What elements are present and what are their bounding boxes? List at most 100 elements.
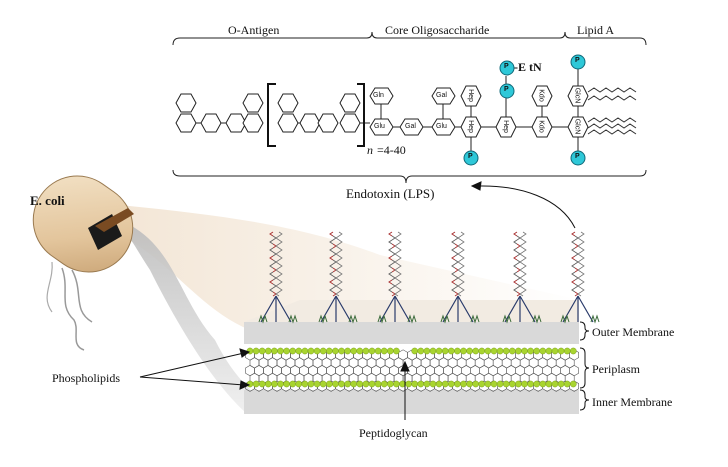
periplasm-label: Periplasm: [592, 362, 640, 376]
phospholipid-head: [393, 380, 400, 388]
phospholipid-head: [258, 380, 266, 388]
phospholipid-head: [313, 380, 321, 388]
lps-oligo-segment: [269, 239, 274, 245]
lps-oligo-segment: [580, 247, 585, 253]
phospholipid-head: [521, 380, 528, 388]
lps-oligo-segment: [278, 247, 283, 253]
phospholipid-head: [264, 347, 272, 355]
lps-lipid-core: [260, 295, 292, 323]
lps-oligo-segment: [522, 263, 527, 269]
phospholipid-head: [484, 347, 492, 355]
lps-oligo-segment: [451, 263, 456, 269]
phospholipid-head: [496, 347, 504, 355]
lps-oligo-segment: [338, 255, 343, 261]
repeat-range: =4-40: [377, 143, 406, 157]
lps-oligo-segment: [335, 243, 340, 249]
lps-oligo-segment: [338, 247, 343, 253]
lps-oligo-segment: [451, 271, 456, 277]
lps-oligo-segment: [329, 231, 334, 237]
lps-oligo-segment: [278, 271, 283, 277]
phospholipid-head: [460, 380, 467, 388]
phospholipid-head: [319, 380, 327, 388]
phospholipids-label: Phospholipids: [52, 371, 121, 385]
phospholipid-head: [289, 380, 297, 388]
sugar-hep-3: Hep: [501, 120, 509, 133]
lps-lipid-core: [562, 295, 594, 323]
phospholipid-head: [325, 380, 333, 388]
phospholipid-head: [472, 380, 480, 388]
phospholipid-head: [563, 347, 571, 355]
phosphate-label-4: P: [575, 57, 580, 64]
phospholipid-head: [344, 380, 351, 388]
lps-molecule: [560, 231, 600, 324]
lps-oligo-segment: [269, 271, 274, 277]
lps-oligo-segment: [278, 255, 283, 261]
phospholipid-head: [484, 380, 492, 388]
phospholipid-head: [301, 347, 309, 355]
phospholipid-head: [515, 347, 522, 355]
phospholipid-head: [539, 380, 547, 388]
lps-oligo-segment: [513, 287, 518, 293]
inner-membrane-label: Inner Membrane: [592, 395, 673, 409]
lps-oligo-segment: [460, 263, 465, 269]
lps-oligo-segment: [451, 239, 456, 245]
lps-oligo-segment: [451, 247, 456, 253]
lps-oligo-segment: [577, 235, 582, 241]
lps-oligo-segment: [388, 247, 393, 253]
lps-oligo-segment: [397, 239, 402, 245]
lps-oligo-segment: [513, 263, 518, 269]
phospholipid-head: [368, 347, 376, 355]
lps-oligo-segment: [394, 267, 399, 273]
lps-oligo-segment: [275, 291, 280, 297]
sugar-glu-2: Glu: [436, 123, 447, 130]
lps-oligo-segment: [397, 287, 402, 293]
phospholipid-head: [374, 380, 382, 388]
membrane-layers: [244, 300, 579, 414]
phospholipid-head: [551, 380, 559, 388]
phospholipid-head: [478, 380, 486, 388]
phospholipid-head: [557, 380, 565, 388]
phospholipid-head: [533, 347, 541, 355]
lps-oligo-segment: [577, 259, 582, 265]
phospholipid-head: [490, 347, 498, 355]
phospholipid-head: [283, 380, 290, 388]
lps-oligo-segment: [513, 271, 518, 277]
lps-oligo-segment: [275, 267, 280, 273]
lps-anchor: [560, 314, 600, 324]
phospholipid-head: [502, 380, 510, 388]
lps-oligo-segment: [269, 263, 274, 269]
lps-oligo-segment: [397, 263, 402, 269]
phosphates: [463, 54, 586, 166]
repeat-n: n: [367, 143, 373, 157]
lps-oligo-segment: [571, 239, 576, 245]
phospholipid-head: [264, 380, 272, 388]
lps-oligo-segment: [278, 263, 283, 269]
phospholipid-head: [356, 380, 364, 388]
lps-oligo-segment: [394, 283, 399, 289]
lps-lipid-core: [379, 295, 411, 323]
lps-molecule: [377, 231, 417, 324]
phospholipid-head: [490, 380, 498, 388]
arrows: [139, 181, 576, 420]
phospholipid-head: [368, 380, 376, 388]
lps-oligo-segment: [269, 287, 274, 293]
lps-oligo-segment: [335, 259, 340, 265]
phospholipid-head: [338, 347, 345, 355]
sugar-gln: Gln: [373, 92, 384, 99]
phospholipid-head: [362, 380, 370, 388]
lps-oligo-segment: [335, 251, 340, 257]
phospholipid-head: [423, 347, 431, 355]
sugar-glcn-2: GlcN: [573, 118, 581, 135]
lps-molecule: [440, 231, 480, 324]
lps-oligo-segment: [457, 235, 462, 241]
lps-oligo-segment: [388, 255, 393, 261]
lps-oligo-segment: [571, 279, 576, 285]
lps-oligo-segment: [269, 231, 274, 237]
lps-oligo-segment: [394, 291, 399, 297]
phospholipid-head: [429, 347, 437, 355]
etn-label: -E tN: [514, 60, 542, 74]
lps-oligo-segment: [519, 259, 524, 265]
sugar-hep-2: Hep: [466, 120, 474, 133]
lps-oligo-segment: [329, 279, 334, 285]
